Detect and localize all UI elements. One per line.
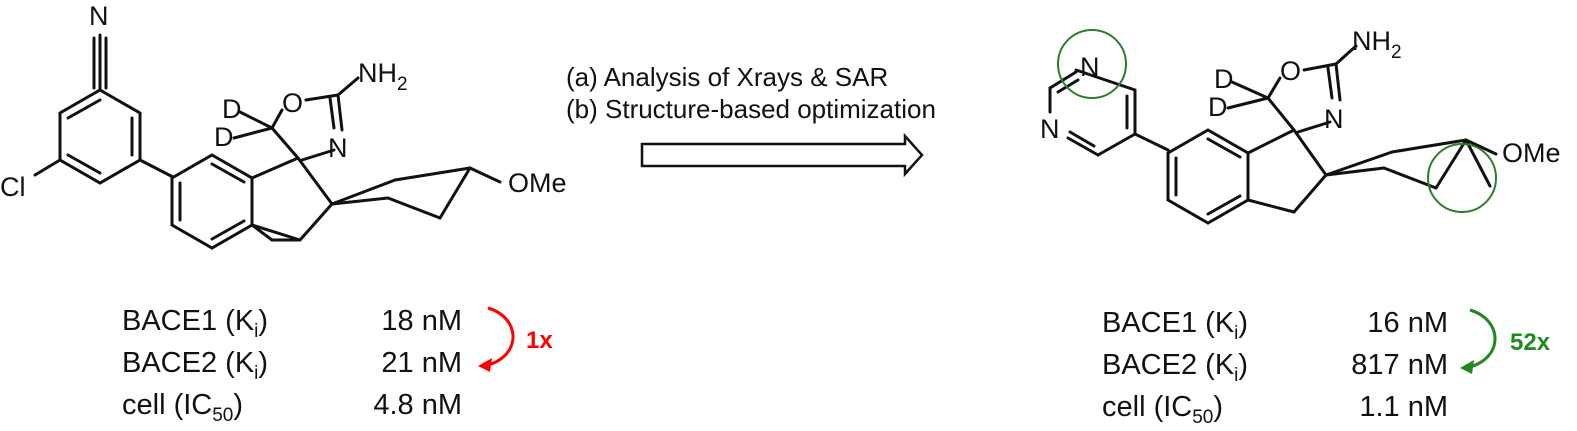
table-row-label: cell (IC50) bbox=[122, 389, 243, 426]
table-row-label: cell (IC50) bbox=[1102, 391, 1223, 428]
amine-label: NH2 bbox=[358, 58, 408, 95]
left-activity-table: BACE1 (Ki) 18 nM BACE2 (Ki) 21 nM cell (… bbox=[122, 305, 553, 426]
table-row-value: 18 nM bbox=[381, 305, 462, 337]
left-molecule: N Cl O N NH2 D D bbox=[0, 1, 567, 250]
chlorine-label: Cl bbox=[0, 172, 26, 202]
right-molecule: N N O N NH2 D D bbox=[1040, 26, 1561, 225]
fold-change-right: 52x bbox=[1510, 329, 1551, 356]
table-row-label: BACE1 (Ki) bbox=[122, 305, 268, 342]
amine-label: NH2 bbox=[1352, 26, 1402, 63]
table-row-value: 21 nM bbox=[381, 347, 462, 379]
reaction-arrow bbox=[640, 132, 924, 178]
table-row-value: 16 nM bbox=[1367, 307, 1448, 339]
step-b-label: (b) Structure-based optimization bbox=[566, 94, 936, 124]
transformation-steps: (a) Analysis of Xrays & SAR (b) Structur… bbox=[566, 62, 936, 178]
pyrimidine-nitrogen-top-label: N bbox=[1080, 52, 1100, 82]
oxazoline-oxygen-label: O bbox=[1280, 56, 1301, 86]
fold-arrowhead-right bbox=[1460, 360, 1474, 374]
table-row-label: BACE2 (Ki) bbox=[122, 347, 268, 384]
table-row-value: 4.8 nM bbox=[373, 389, 462, 421]
table-row-label: BACE1 (Ki) bbox=[1102, 307, 1248, 344]
oxazoline-oxygen-label: O bbox=[282, 88, 303, 118]
table-row-value: 817 nM bbox=[1351, 349, 1448, 381]
methoxy-label: OMe bbox=[508, 168, 567, 198]
nitrile-nitrogen-label: N bbox=[89, 1, 109, 31]
methoxy-label: OMe bbox=[1502, 138, 1561, 168]
table-row-value: 1.1 nM bbox=[1359, 391, 1448, 423]
fold-arrow-left bbox=[483, 306, 515, 368]
fold-arrow-right bbox=[1465, 308, 1497, 370]
step-a-label: (a) Analysis of Xrays & SAR bbox=[566, 62, 888, 92]
right-activity-table: BACE1 (Ki) 16 nM BACE2 (Ki) 817 nM cell … bbox=[1102, 307, 1551, 428]
deuterium-label-1: D bbox=[222, 94, 242, 124]
highlight-circle-nitrogen bbox=[1057, 29, 1127, 99]
highlight-circle-methyl bbox=[1427, 143, 1497, 213]
table-row-label: BACE2 (Ki) bbox=[1102, 349, 1248, 386]
oxazoline-nitrogen-label: N bbox=[328, 133, 348, 163]
deuterium-label-1: D bbox=[1214, 64, 1234, 94]
fold-change-left: 1x bbox=[526, 327, 553, 354]
deuterium-label-2: D bbox=[214, 122, 234, 152]
pyrimidine-nitrogen-left-label: N bbox=[1040, 114, 1060, 144]
fold-arrowhead-left bbox=[478, 358, 492, 372]
oxazoline-nitrogen-label: N bbox=[1324, 104, 1344, 134]
deuterium-label-2: D bbox=[1208, 92, 1228, 122]
